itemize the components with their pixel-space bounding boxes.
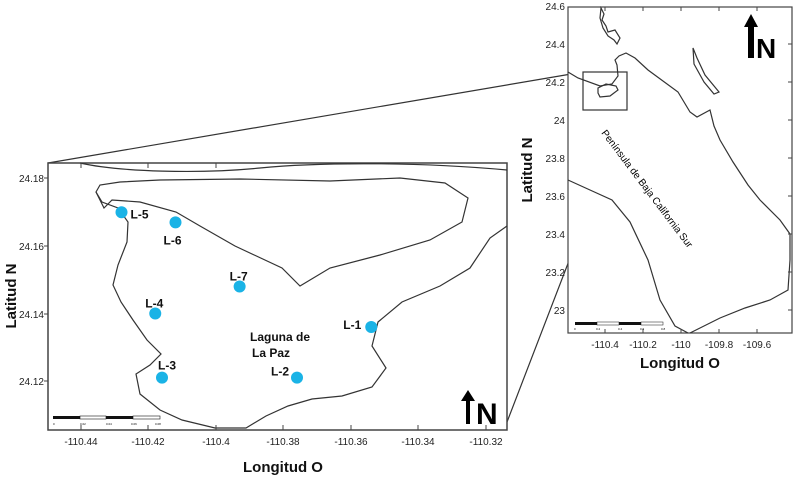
scale-label: 0.2 — [596, 327, 601, 331]
x-tick-label: -109.8 — [705, 340, 734, 351]
x-tick-label: -109.6 — [743, 340, 772, 351]
lagoon-label-line2: La Paz — [252, 346, 290, 360]
y-tick-label: 24.14 — [19, 310, 44, 321]
main-x-axis-title: Longitud O — [243, 459, 323, 476]
connector-line-top — [47, 71, 584, 164]
y-tick-label: 24 — [554, 116, 566, 127]
y-tick-label: 23.4 — [546, 230, 566, 241]
station-marker — [115, 206, 128, 219]
main-y-ticks: 24.18 24.16 24.14 24.12 — [19, 174, 48, 388]
north-arrow-icon: N — [461, 390, 498, 431]
zoom-area-box — [582, 71, 628, 111]
main-y-axis-title: Latitud N — [3, 264, 20, 329]
x-tick-label: -110.34 — [401, 437, 435, 448]
outer-coastline — [79, 162, 508, 173]
peninsula-coastline — [567, 52, 791, 334]
station-marker — [233, 280, 246, 293]
y-tick-label: 24.6 — [546, 2, 566, 13]
y-tick-label: 24.16 — [19, 242, 44, 253]
scale-label: 0 — [574, 327, 576, 331]
main-scale-bar: 0 0.02 0.04 0.06 0.08 — [53, 415, 161, 426]
lagoon-shoreline — [95, 191, 508, 429]
scale-label: 0 — [53, 422, 55, 426]
station-label: L-3 — [158, 359, 176, 373]
station-label: L-7 — [230, 270, 248, 284]
station-marker — [156, 371, 168, 384]
la-paz-bay-coast — [597, 83, 619, 98]
station-marker — [291, 371, 303, 384]
inset-north-arrow-icon: N — [744, 14, 776, 64]
x-tick-label: -110.38 — [266, 437, 300, 448]
inset-map: Península de Baja California Sur 24.6 24… — [519, 2, 793, 372]
scale-label: 0.02 — [80, 422, 86, 426]
y-tick-label: 24.18 — [19, 174, 44, 185]
scale-label: 0.4 — [618, 327, 623, 331]
station-label: L-1 — [343, 318, 361, 332]
inset-map-frame — [567, 6, 793, 334]
station-label: L-6 — [164, 233, 182, 247]
north-label: N — [756, 33, 776, 64]
main-x-ticks: -110.44 -110.42 -110.4 -110.38 -110.36 -… — [64, 163, 503, 448]
inset-scale-bar: 0 0.2 0.4 0.6 0.8 — [574, 321, 666, 331]
north-label: N — [476, 398, 498, 431]
inset-y-ticks: 24.6 24.4 24.2 24 23.8 23.6 23.4 23.2 23 — [546, 2, 566, 317]
x-tick-label: -110.36 — [334, 437, 368, 448]
y-tick-label: 23.8 — [546, 154, 566, 165]
x-tick-label: -110.4 — [591, 340, 619, 351]
pacific-coastline — [567, 179, 689, 334]
scale-label: 0.06 — [131, 422, 137, 426]
y-tick-label: 24.12 — [19, 377, 44, 388]
lagoon-label-line1: Laguna de — [250, 330, 310, 344]
x-tick-label: -110.2 — [629, 340, 657, 351]
y-tick-label: 24.2 — [546, 78, 566, 89]
scale-label: 0.8 — [661, 327, 666, 331]
x-tick-label: -110.42 — [131, 437, 165, 448]
main-map: -110.44 -110.42 -110.4 -110.38 -110.36 -… — [3, 162, 508, 476]
station-marker — [365, 321, 378, 333]
inset-x-ticks: -110.4 -110.2 -110 -109.8 -109.6 — [591, 7, 792, 351]
x-tick-label: -110.44 — [64, 437, 98, 448]
inset-x-axis-title: Longitud O — [640, 355, 720, 372]
y-tick-label: 23 — [554, 306, 566, 317]
station-label: L-5 — [131, 207, 149, 221]
station-marker — [169, 216, 182, 229]
scale-label: 0.6 — [640, 327, 645, 331]
y-tick-label: 24.4 — [546, 40, 566, 51]
y-tick-label: 23.2 — [546, 268, 566, 279]
scale-label: 0.04 — [106, 422, 112, 426]
el-mogote-coastline — [95, 177, 469, 287]
scale-label: 0.08 — [155, 422, 161, 426]
inset-y-axis-title: Latitud N — [519, 138, 536, 203]
station-label: L-2 — [271, 365, 289, 379]
x-tick-label: -110.4 — [202, 437, 230, 448]
espiritu-santo-island — [599, 5, 621, 46]
stations: L-1L-2 L-3 L-4 L-5L-6L-7 — [115, 206, 378, 384]
main-map-frame — [47, 162, 508, 431]
x-tick-label: -110 — [671, 340, 691, 351]
cerralvo-island — [692, 47, 720, 95]
x-tick-label: -110.32 — [469, 437, 503, 448]
station-marker — [149, 307, 162, 320]
station-label: L-4 — [145, 297, 163, 311]
y-tick-label: 23.6 — [546, 192, 566, 203]
